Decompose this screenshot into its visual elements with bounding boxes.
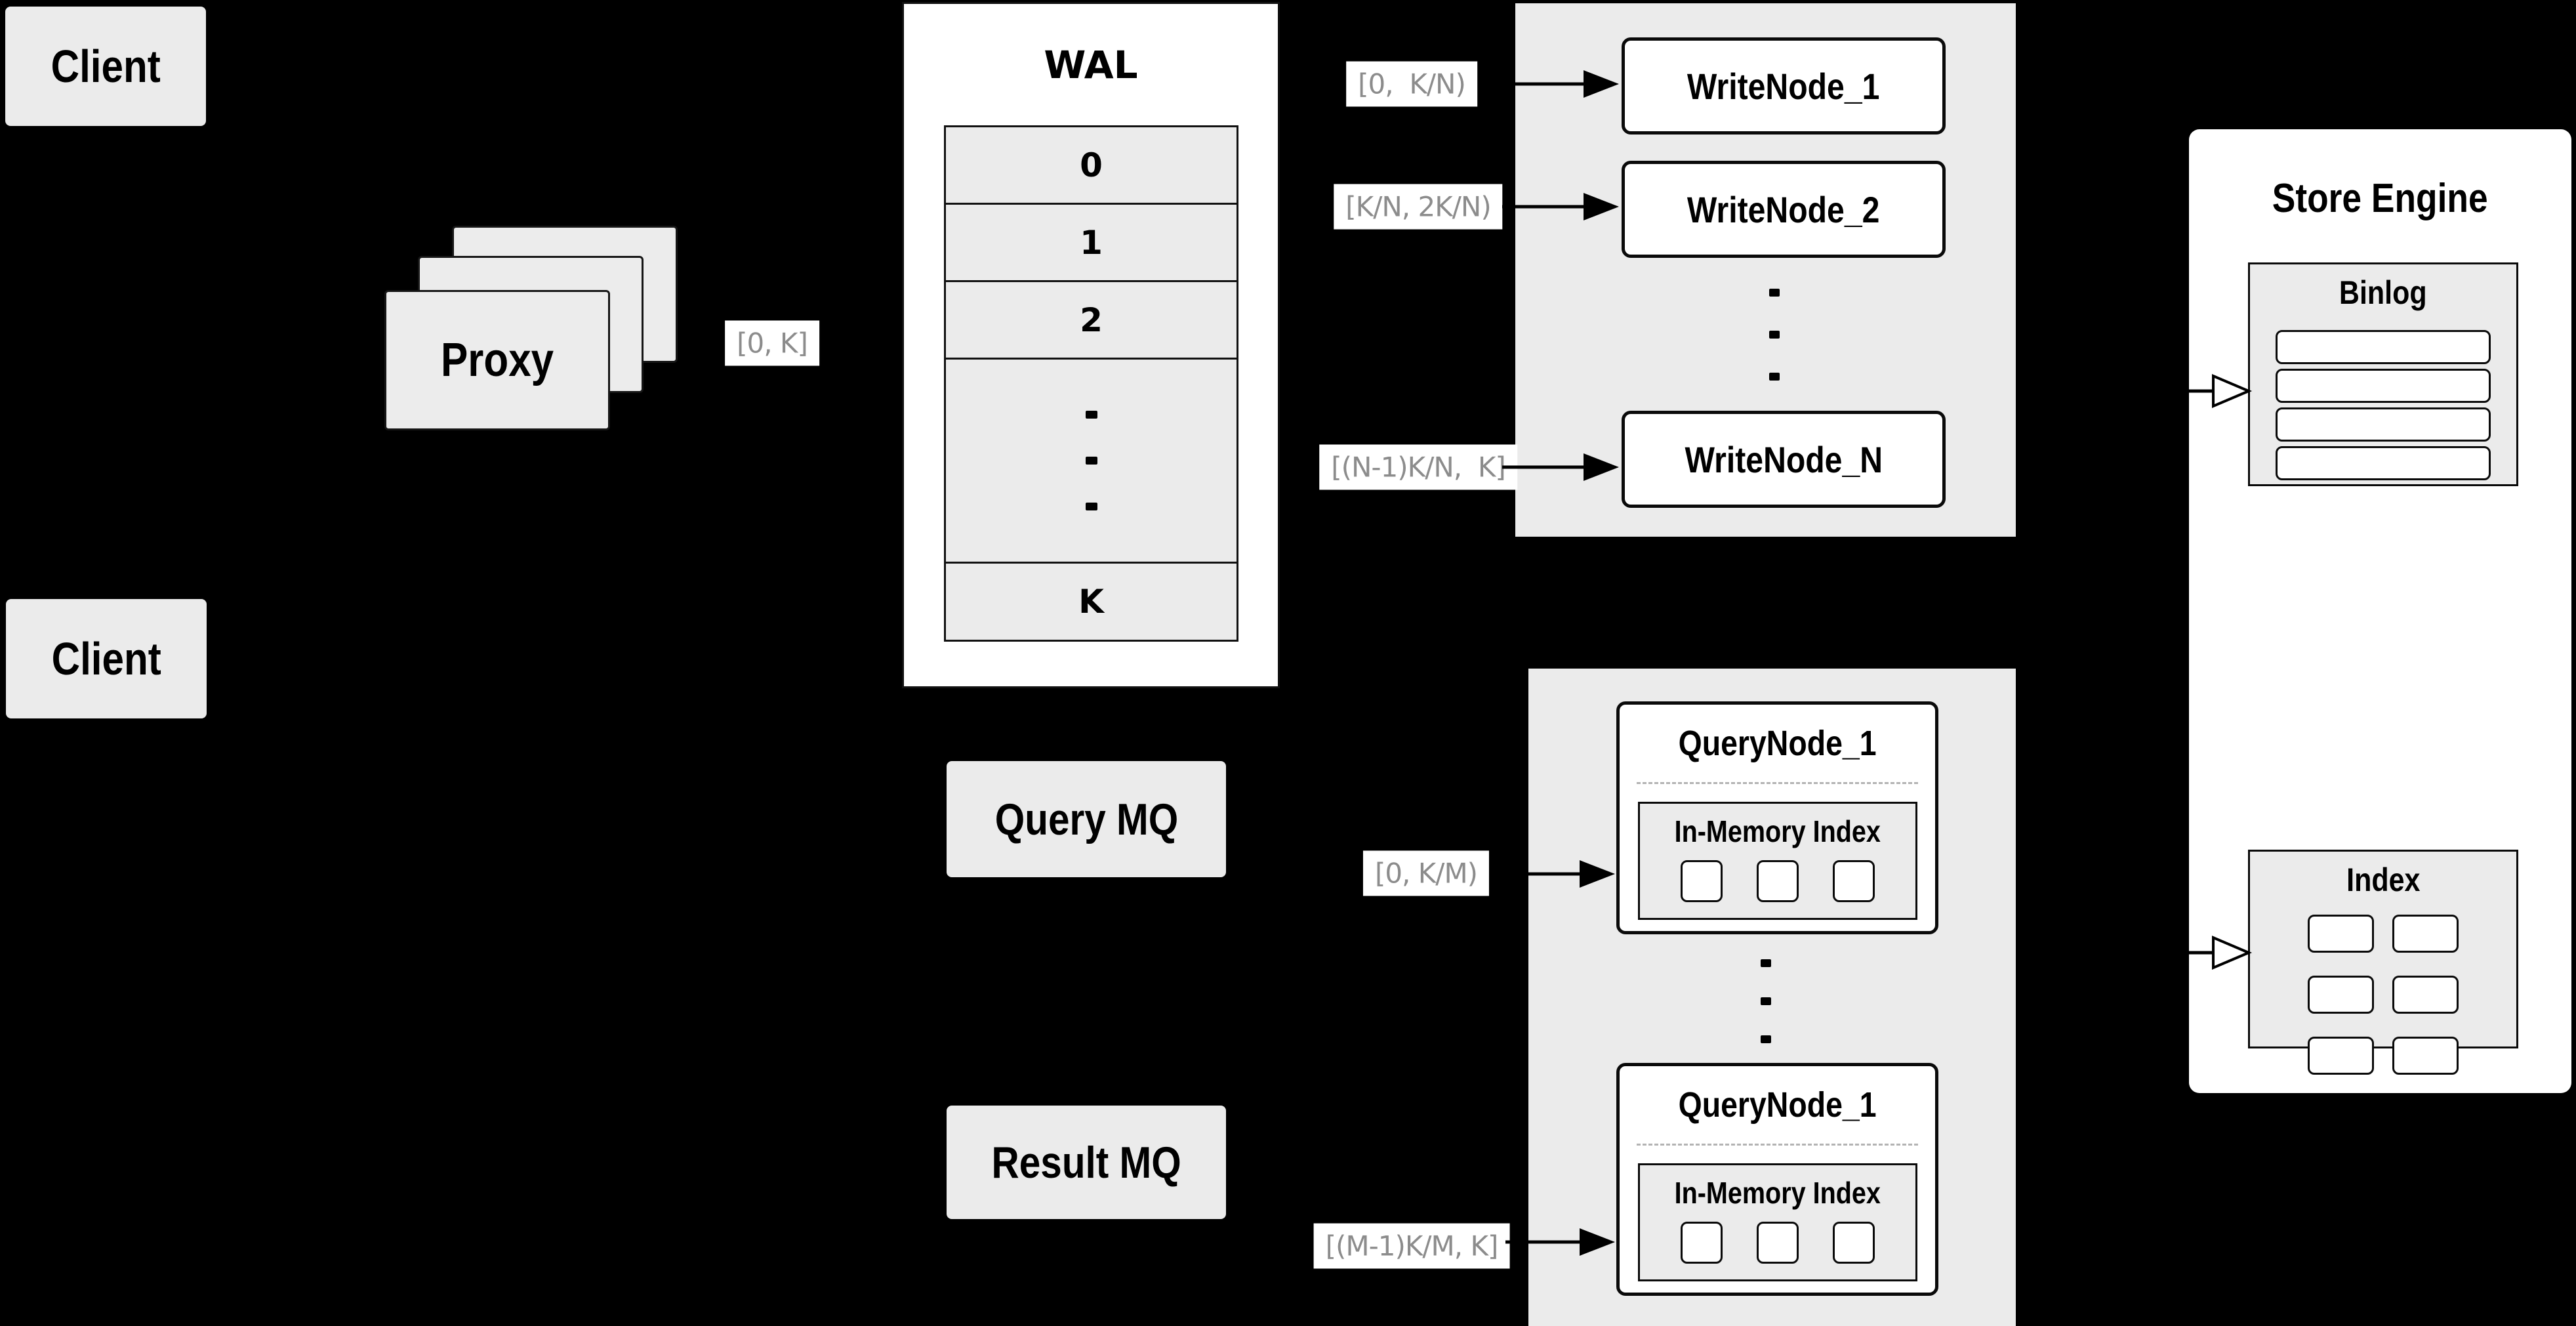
- idxcell-shape: [2308, 976, 2374, 1014]
- query-node-1-divider: [1637, 782, 1918, 784]
- wal-panel: WAL 0 1 2 K: [902, 2, 1280, 688]
- query-node-2: QueryNode_1 In-Memory Index: [1616, 1063, 1938, 1296]
- wal-table: 0 1 2 K: [944, 125, 1238, 642]
- write-group-ellipsis-icon: [1769, 289, 1780, 381]
- wal-title: WAL: [1044, 42, 1138, 87]
- query-group-ellipsis-icon: [1761, 959, 1771, 1043]
- query-node-1: QueryNode_1 In-Memory Index: [1616, 701, 1938, 934]
- in-memory-index-2-title: In-Memory Index: [1674, 1176, 1881, 1210]
- range-label-proxy-out: [0, K]: [725, 320, 819, 366]
- client-top-label: Client: [51, 41, 161, 92]
- wal-cell-2: 2: [944, 280, 1238, 360]
- write-node-n-label: WriteNode_N: [1685, 438, 1883, 480]
- binrow-shape: [2276, 407, 2491, 442]
- binlog-rows: [2250, 330, 2516, 480]
- range-label-write1: [0, K/N): [1346, 61, 1477, 107]
- query-mq-label: Query MQ: [994, 794, 1178, 844]
- write-node-1: WriteNode_1: [1622, 37, 1946, 135]
- sq-shape: [1681, 860, 1723, 902]
- binlog-title: Binlog: [2339, 274, 2427, 311]
- idxcell-shape: [2308, 1037, 2374, 1075]
- in-memory-index-1-title: In-Memory Index: [1674, 814, 1881, 848]
- idxcell-shape: [2392, 1037, 2459, 1075]
- client-bottom-node: Client: [6, 599, 207, 718]
- idxcell-shape: [2392, 915, 2459, 953]
- sq-shape: [1757, 860, 1799, 902]
- result-mq-label: Result MQ: [991, 1137, 1181, 1188]
- proxy-node: Proxy: [384, 290, 610, 430]
- binlog-box: Binlog: [2248, 262, 2518, 486]
- wal-cell-k: K: [944, 562, 1238, 642]
- write-node-2-label: WriteNode_2: [1687, 188, 1880, 230]
- query-node-2-title: QueryNode_1: [1678, 1085, 1877, 1125]
- range-label-query1: [0, K/M): [1362, 850, 1490, 896]
- idxcell-shape: [2392, 976, 2459, 1014]
- range-label-writeN: [(N-1)K/N, K]: [1319, 444, 1517, 490]
- query-node-1-title: QueryNode_1: [1678, 724, 1877, 763]
- wal-cell-1: 1: [944, 203, 1238, 282]
- client-bottom-label: Client: [51, 633, 161, 684]
- binrow-shape: [2276, 369, 2491, 403]
- binrow-shape: [2276, 446, 2491, 480]
- query-node-2-divider: [1637, 1144, 1918, 1146]
- proxy-label: Proxy: [440, 334, 554, 386]
- write-node-2: WriteNode_2: [1622, 161, 1946, 258]
- in-memory-index-1-cells: [1640, 860, 1915, 902]
- ellipsis-vertical-icon: [1085, 411, 1097, 510]
- wal-cell-ellipsis: [944, 358, 1238, 564]
- write-node-1-label: WriteNode_1: [1687, 65, 1880, 107]
- store-engine-title: Store Engine: [2272, 175, 2488, 221]
- store-engine-panel: Store Engine Binlog Index: [2189, 129, 2571, 1093]
- index-box: Index: [2248, 850, 2518, 1075]
- sq-shape: [1681, 1222, 1723, 1264]
- client-top-node: Client: [5, 7, 206, 126]
- write-node-n: WriteNode_N: [1622, 411, 1946, 508]
- sq-shape: [1833, 1222, 1875, 1264]
- binrow-shape: [2276, 330, 2491, 364]
- index-title: Index: [2346, 861, 2421, 898]
- in-memory-index-1: In-Memory Index: [1638, 802, 1917, 920]
- in-memory-index-2-cells: [1640, 1222, 1915, 1264]
- wal-cell-0: 0: [944, 125, 1238, 205]
- sq-shape: [1833, 860, 1875, 902]
- result-mq-node: Result MQ: [947, 1106, 1226, 1219]
- sq-shape: [1757, 1222, 1799, 1264]
- in-memory-index-2: In-Memory Index: [1638, 1163, 1917, 1281]
- query-mq-node: Query MQ: [947, 761, 1226, 877]
- range-label-queryM: [(M-1)K/M, K]: [1313, 1223, 1510, 1269]
- index-cells: [2272, 915, 2495, 1075]
- range-label-write2: [K/N, 2K/N): [1334, 184, 1503, 230]
- idxcell-shape: [2308, 915, 2374, 953]
